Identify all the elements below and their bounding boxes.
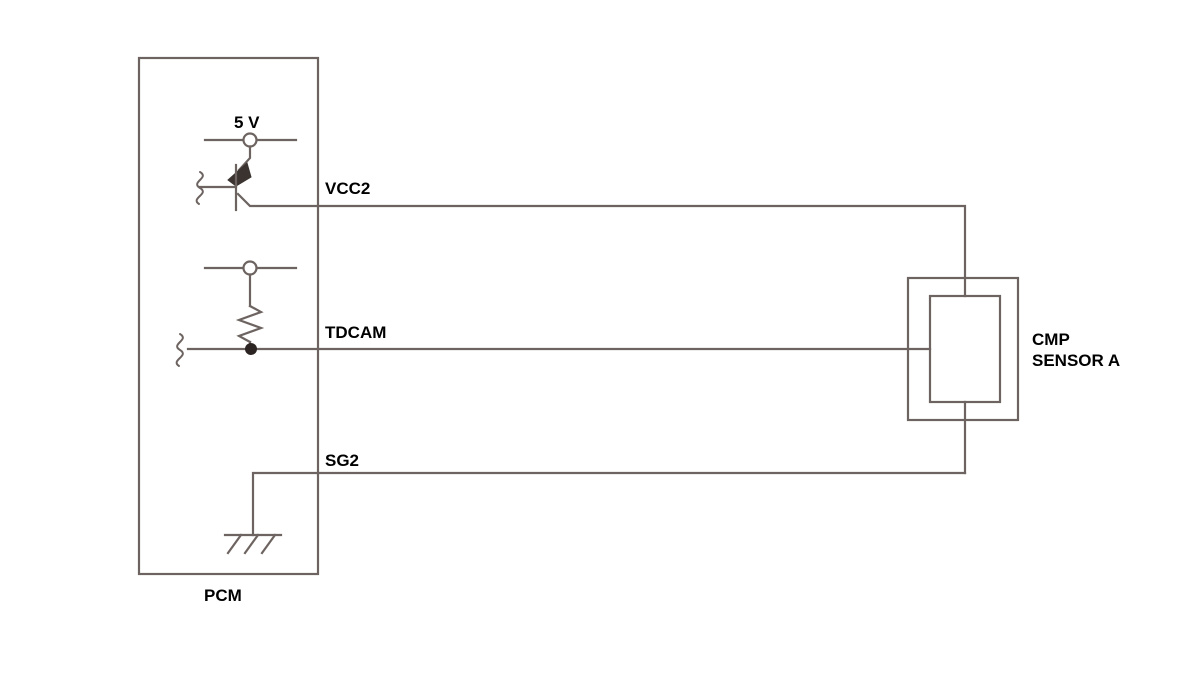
sensor-label-line1: CMP	[1032, 330, 1070, 349]
resistor-zigzag-body	[235, 304, 265, 344]
wire-sg2	[251, 471, 967, 537]
sensor-label-line2: SENSOR A	[1032, 351, 1120, 370]
wire-break-transistor-base	[195, 171, 204, 205]
transistor-emitter-lead	[236, 192, 320, 208]
wire-break-tdcam	[175, 333, 184, 367]
sensor-outer-box	[906, 276, 1020, 422]
wire-label-vcc2: VCC2	[325, 179, 370, 198]
supply-label-5v: 5 V	[234, 113, 260, 132]
transistor-collector-lead	[237, 145, 252, 172]
sensor-inner-box	[928, 294, 1002, 404]
ground-hatch-3	[260, 533, 277, 555]
ground-hatch-2	[243, 533, 260, 555]
pcm-label: PCM	[204, 586, 242, 605]
wire-vcc2	[316, 204, 967, 298]
wire-label-sg2: SG2	[325, 451, 359, 470]
ground-hatch-1	[226, 533, 243, 555]
pcm-module-box	[137, 56, 320, 576]
supply-node-5v	[242, 132, 258, 148]
wire-label-tdcam: TDCAM	[325, 323, 386, 342]
resistor-top-node	[242, 260, 258, 276]
junction-dot-tdcam	[245, 343, 257, 355]
transistor-arrowhead	[227, 162, 252, 187]
